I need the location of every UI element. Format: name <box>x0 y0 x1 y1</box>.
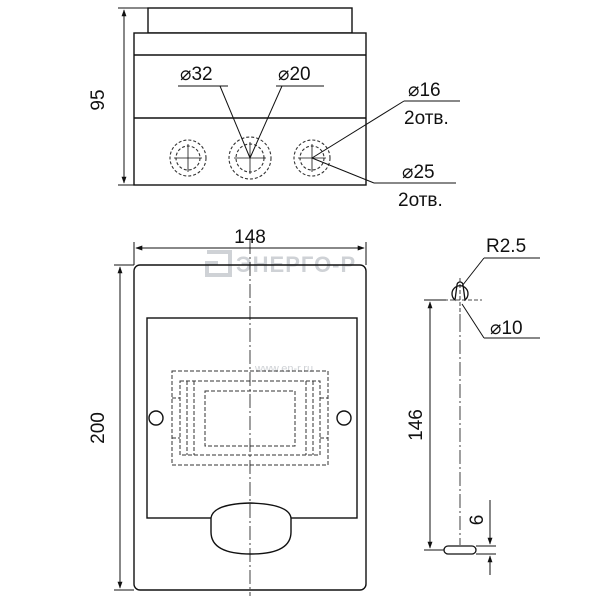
front-door-handle <box>210 502 292 555</box>
hole-d25-count: 2отв. <box>398 190 443 211</box>
leader-d20 <box>249 85 324 159</box>
dim-148 <box>133 242 367 265</box>
leader-r25 <box>461 257 540 287</box>
knockout-right-outer <box>293 139 331 177</box>
dim-200-label: 200 <box>88 412 109 444</box>
mount-hole-d10-label: ⌀10 <box>490 318 523 339</box>
watermark-site: www.en-r.ru <box>254 363 313 375</box>
dim-95-label: 95 <box>88 89 109 110</box>
knockout-center-outer <box>228 136 272 180</box>
hole-d16-count: 2отв. <box>404 108 449 129</box>
dim-148-label: 148 <box>234 227 266 248</box>
dim-146-label: 146 <box>406 409 427 441</box>
hole-d32-label: ⌀32 <box>180 64 213 85</box>
dim-6-label: 6 <box>467 515 488 526</box>
leader-d16 <box>311 100 460 159</box>
front-screw-left <box>148 410 164 426</box>
dim-200 <box>114 264 134 591</box>
hole-d20-label: ⌀20 <box>278 64 311 85</box>
keyhole-centermarks <box>438 278 482 318</box>
watermark: ЭНЕРГО-Р www.en-r.ru <box>205 250 355 375</box>
front-door <box>146 317 358 519</box>
mount-radius-label: R2.5 <box>486 236 526 257</box>
brand-logo <box>205 250 232 277</box>
side-view <box>133 7 367 186</box>
hole-d16-label: ⌀16 <box>408 80 441 101</box>
side-view-cover <box>147 7 353 34</box>
mount-bottom-slot <box>443 545 477 555</box>
leader-d32 <box>178 85 251 159</box>
dim-95 <box>118 7 148 186</box>
leader-d25 <box>311 157 456 184</box>
knockout-left-outer <box>169 139 207 177</box>
hole-d25-label: ⌀25 <box>402 162 435 183</box>
leader-d10 <box>461 303 540 339</box>
dim-146 <box>424 299 446 551</box>
front-screw-right <box>336 410 352 426</box>
dim-6 <box>476 500 496 575</box>
mounting-detail: R2.5 ⌀10 146 6 <box>406 236 540 575</box>
